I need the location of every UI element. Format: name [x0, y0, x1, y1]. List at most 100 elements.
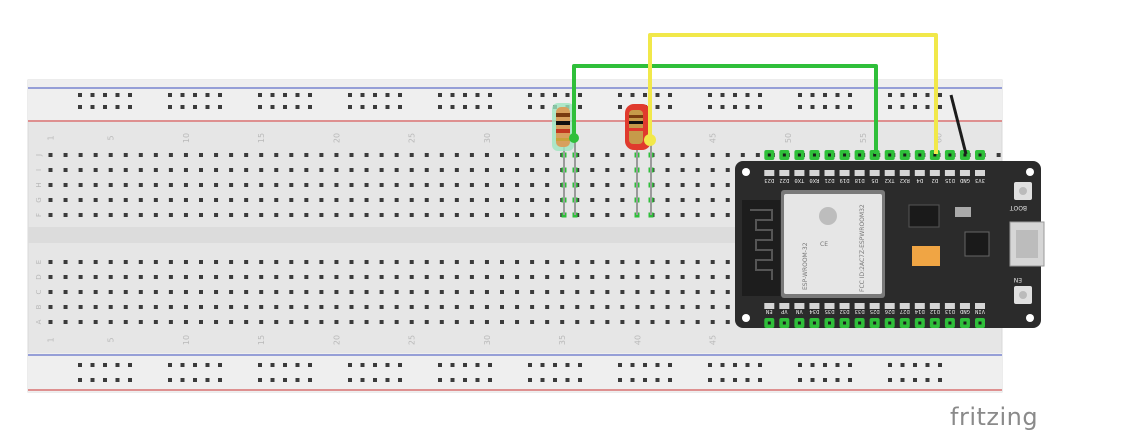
antenna-area — [742, 200, 780, 296]
breadboard-hole — [500, 198, 504, 202]
esp32-pin-label: D23 — [764, 177, 774, 183]
rail-hole — [385, 378, 390, 382]
breadboard-hole — [364, 153, 369, 157]
breadboard-hole — [515, 290, 520, 294]
column-number: 5 — [107, 337, 116, 342]
esp32-pad-bottom — [944, 303, 955, 309]
breadboard-hole — [48, 275, 53, 279]
rail-hole — [115, 105, 120, 109]
button-cap-icon — [1019, 187, 1027, 195]
breadboard-hole — [183, 260, 188, 264]
breadboard-hole — [484, 305, 489, 309]
breadboard-hole — [379, 183, 384, 187]
breadboard-hole — [605, 183, 610, 187]
breadboard-hole — [244, 260, 249, 264]
breadboard-hole — [665, 153, 670, 157]
rail-hole — [900, 378, 905, 382]
column-number: 10 — [182, 335, 191, 345]
breadboard-hole — [409, 153, 414, 157]
breadboard-hole — [108, 320, 113, 324]
breadboard-hole — [274, 290, 279, 294]
breadboard-hole — [93, 198, 98, 202]
rail-hole — [488, 93, 492, 97]
column-number: 1 — [47, 135, 56, 140]
breadboard-hole — [635, 275, 640, 279]
rail-hole — [115, 378, 120, 382]
rail-hole — [925, 105, 930, 109]
esp32-pad-bottom — [779, 303, 790, 309]
esp32-pin-label: D18 — [855, 177, 865, 183]
breadboard-hole — [680, 198, 685, 202]
breadboard-hole — [229, 183, 234, 187]
breadboard-hole — [214, 168, 219, 172]
rail-hole — [270, 105, 275, 109]
breadboard-hole — [650, 305, 655, 309]
breadboard-hole — [665, 168, 670, 172]
esp32-pin-label: TX0 — [794, 177, 804, 183]
rail-hole — [128, 105, 132, 109]
breadboard-hole — [454, 260, 459, 264]
breadboard-hole — [680, 260, 685, 264]
breadboard-hole — [244, 305, 249, 309]
breadboard-hole — [259, 213, 264, 217]
breadboard-hole — [364, 168, 369, 172]
breadboard-hole — [590, 320, 595, 324]
rail-hole — [438, 363, 442, 367]
rail-hole — [708, 378, 712, 382]
breadboard-hole — [500, 275, 504, 279]
breadboard-hole — [78, 153, 83, 157]
rail-hole — [205, 363, 210, 367]
breadboard-hole — [515, 198, 520, 202]
breadboard-hole — [138, 213, 143, 217]
breadboard-hole — [409, 213, 414, 217]
breadboard-hole — [138, 198, 143, 202]
breadboard-hole — [530, 168, 535, 172]
breadboard-hole — [469, 305, 474, 309]
breadboard-hole — [319, 290, 324, 294]
breadboard-hole — [93, 320, 98, 324]
rail-hole — [103, 105, 107, 109]
rail-hole — [618, 363, 622, 367]
breadboard-hole — [274, 153, 279, 157]
breadboard-hole — [605, 168, 610, 172]
rail-hole — [720, 378, 725, 382]
breadboard-hole — [680, 168, 685, 172]
rail-hole — [78, 378, 82, 382]
breadboard-hole — [515, 260, 520, 264]
breadboard-hole — [725, 213, 730, 217]
rail-hole — [78, 93, 82, 97]
esp32-pad-top — [809, 170, 820, 176]
pin-hole — [933, 153, 937, 157]
rail-hole — [913, 378, 917, 382]
breadboard-hole — [530, 153, 535, 157]
breadboard-hole — [334, 198, 339, 202]
breadboard-hole — [334, 320, 339, 324]
breadboard-hole — [379, 320, 384, 324]
rail-hole — [115, 93, 120, 97]
breadboard-hole — [409, 275, 414, 279]
breadboard-hole — [93, 275, 98, 279]
breadboard-hole — [349, 275, 354, 279]
esp32-pad-bottom — [884, 303, 895, 309]
rail-hole — [295, 378, 300, 382]
column-number: 25 — [408, 133, 417, 143]
breadboard-hole — [424, 305, 429, 309]
breadboard-hole — [63, 198, 68, 202]
esp32-pin-label: EN — [766, 308, 773, 314]
esp32-pin-label: D4 — [916, 177, 923, 183]
rail-hole — [745, 105, 750, 109]
breadboard-hole — [168, 198, 173, 202]
breadboard-hole — [349, 305, 354, 309]
breadboard-hole — [274, 198, 279, 202]
rail-hole — [733, 363, 737, 367]
rail-hole — [398, 378, 402, 382]
rail-hole — [168, 93, 172, 97]
breadboard-hole — [229, 198, 234, 202]
breadboard-hole — [469, 260, 474, 264]
rail-hole — [540, 93, 545, 97]
rail-hole — [348, 105, 352, 109]
breadboard-hole — [123, 305, 128, 309]
breadboard-hole — [364, 290, 369, 294]
breadboard-hole — [695, 183, 700, 187]
breadboard-hole — [530, 290, 535, 294]
